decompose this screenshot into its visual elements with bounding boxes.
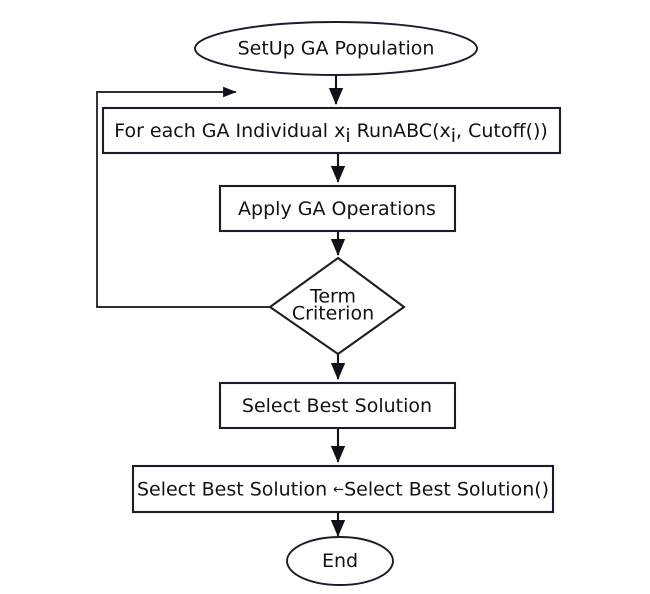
node-term-criterion-label-line2: Criterion xyxy=(292,303,374,325)
node-start-label: SetUp GA Population xyxy=(238,38,435,60)
runabc-label-sub1: i xyxy=(345,125,350,147)
node-runabc-label: For each GA Individual xi RunABC(xi, Cut… xyxy=(114,120,548,147)
node-gaops-label: Apply GA Operations xyxy=(238,198,436,220)
node-end-ellipse[interactable] xyxy=(286,536,394,586)
runabc-label-seg2: RunABC(x xyxy=(351,120,451,142)
runabc-label-seg1: For each GA Individual x xyxy=(114,120,345,142)
node-term-criterion-label-line1: Term xyxy=(309,286,356,308)
node-selectbest-label: Select Best Solution xyxy=(242,395,432,417)
node-selectbest-box[interactable] xyxy=(218,381,457,430)
runabc-label-seg3: , Cutoff()) xyxy=(456,120,548,142)
node-runabc-box[interactable] xyxy=(101,106,562,155)
node-term-criterion-diamond[interactable] xyxy=(268,256,406,356)
node-start-ellipse[interactable] xyxy=(194,21,478,76)
runabc-label-sub2: i xyxy=(451,125,456,147)
edge-term-feedback-loop xyxy=(96,86,269,308)
node-end-label: End xyxy=(322,550,358,572)
assign-best-lhs: Select Best Solution xyxy=(137,478,333,500)
node-assign-best-label: Select Best Solution ←Select Best Soluti… xyxy=(137,478,549,500)
node-gaops-box[interactable] xyxy=(218,184,457,233)
assign-arrow-icon: ← xyxy=(333,482,344,497)
node-assign-best-box[interactable] xyxy=(131,464,555,514)
assign-best-rhs: Select Best Solution() xyxy=(344,478,549,500)
